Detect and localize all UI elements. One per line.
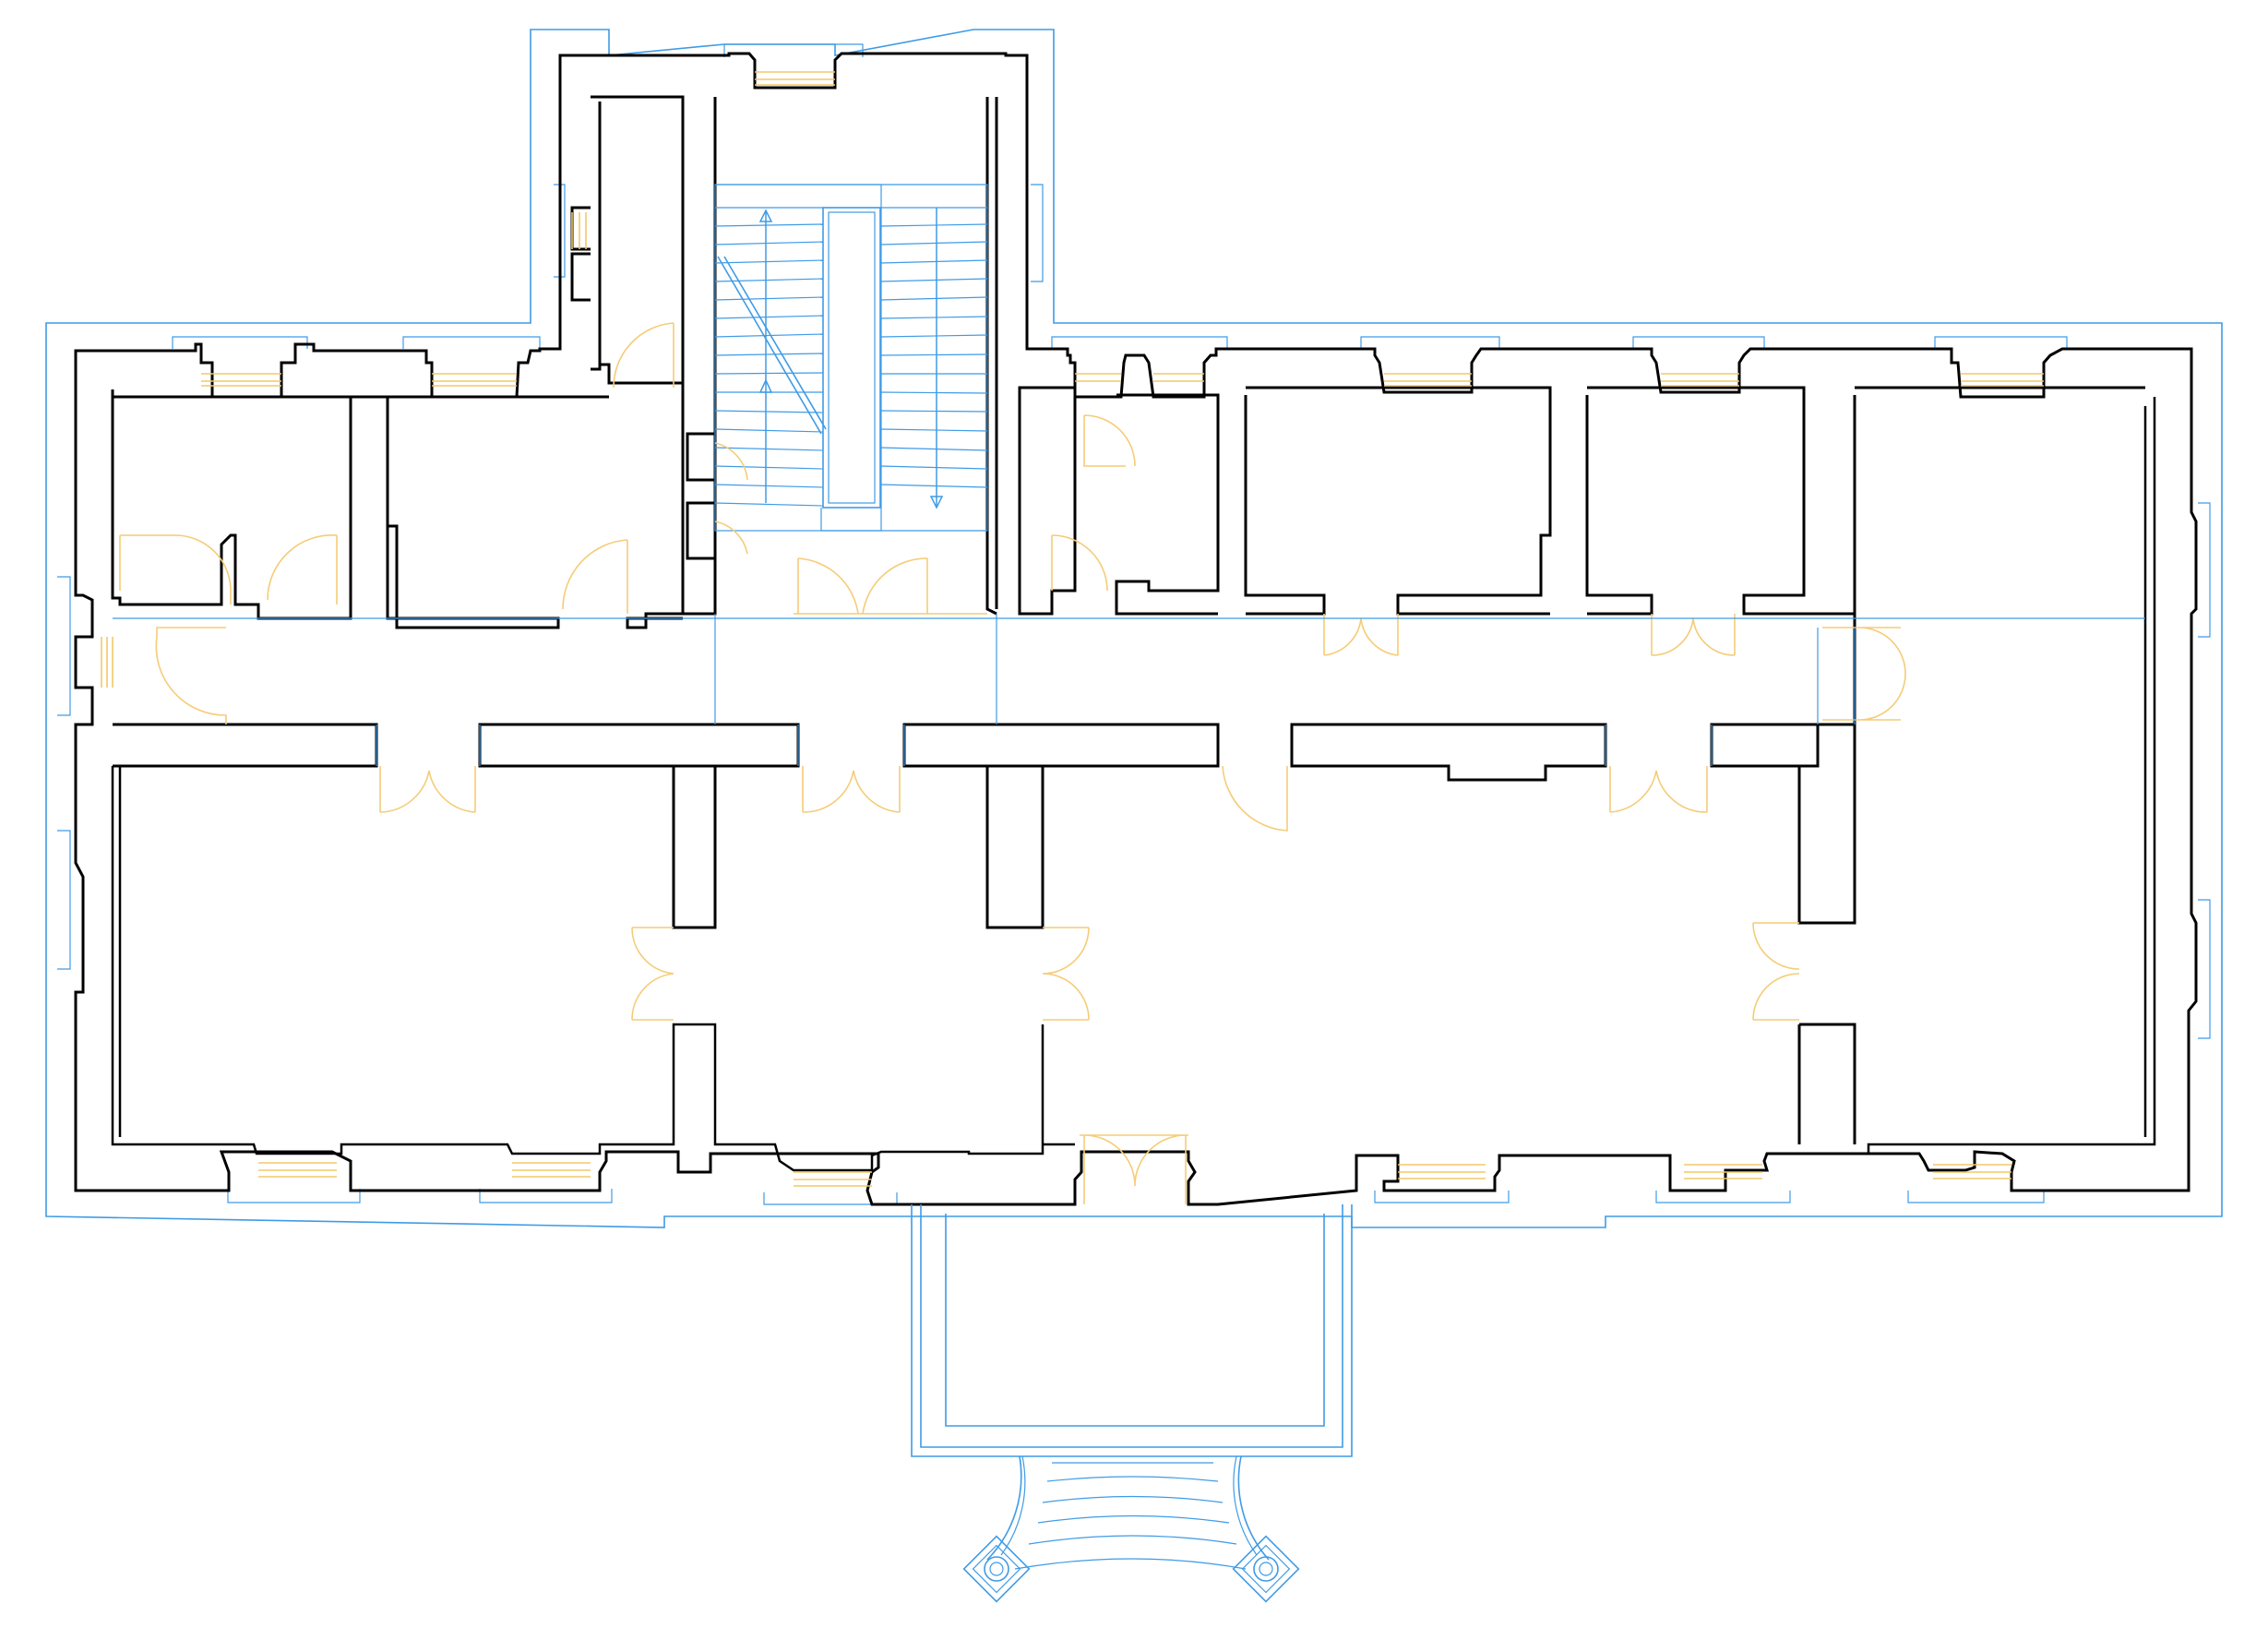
door: [1323, 614, 1399, 656]
door: [119, 534, 232, 605]
window: [1933, 1164, 2011, 1179]
window: [258, 1162, 337, 1178]
stair-arrow-down: [929, 208, 944, 509]
window: [1398, 1164, 1486, 1179]
door: [1222, 765, 1288, 832]
window: [1684, 1164, 1762, 1179]
window: [1961, 373, 2044, 387]
entrance-steps: [986, 1455, 1270, 1570]
entrance-porch: [911, 1204, 1353, 1457]
interior-walls: [111, 95, 2145, 1144]
doors: [119, 322, 1906, 1204]
door: [613, 322, 674, 389]
window: [1384, 373, 1472, 387]
stair-arrow-up: [758, 209, 773, 503]
door: [631, 927, 674, 1021]
window-surrounds: [172, 43, 2068, 1205]
door: [379, 766, 476, 813]
entrance-door: [1080, 1134, 1188, 1204]
window: [755, 71, 835, 86]
staircase: [714, 184, 988, 532]
window: [794, 1171, 872, 1187]
window: [432, 373, 517, 387]
door: [794, 557, 987, 615]
pedestal-left: [962, 1535, 1031, 1603]
door: [267, 534, 338, 605]
corridor-guides: [113, 614, 2145, 766]
door: [1051, 534, 1108, 592]
door: [802, 766, 901, 813]
window: [101, 637, 113, 688]
door: [714, 442, 748, 555]
window: [1075, 373, 1204, 382]
door: [1822, 627, 1906, 721]
window: [571, 212, 587, 249]
stair-treads-left: [714, 207, 824, 507]
door: [562, 539, 628, 614]
pedestal-right: [1232, 1535, 1300, 1603]
window: [1661, 373, 1739, 387]
foundation-outline: [45, 29, 2223, 1228]
window: [201, 373, 281, 387]
door: [155, 627, 227, 724]
door: [1609, 766, 1708, 813]
exterior-walls: [74, 52, 2198, 1206]
door: [1042, 927, 1090, 1021]
stair-treads-right: [879, 223, 988, 488]
windows: [101, 71, 2044, 1187]
door: [1651, 614, 1736, 656]
window: [512, 1162, 591, 1178]
door: [1083, 414, 1136, 467]
door: [1752, 922, 1800, 1021]
